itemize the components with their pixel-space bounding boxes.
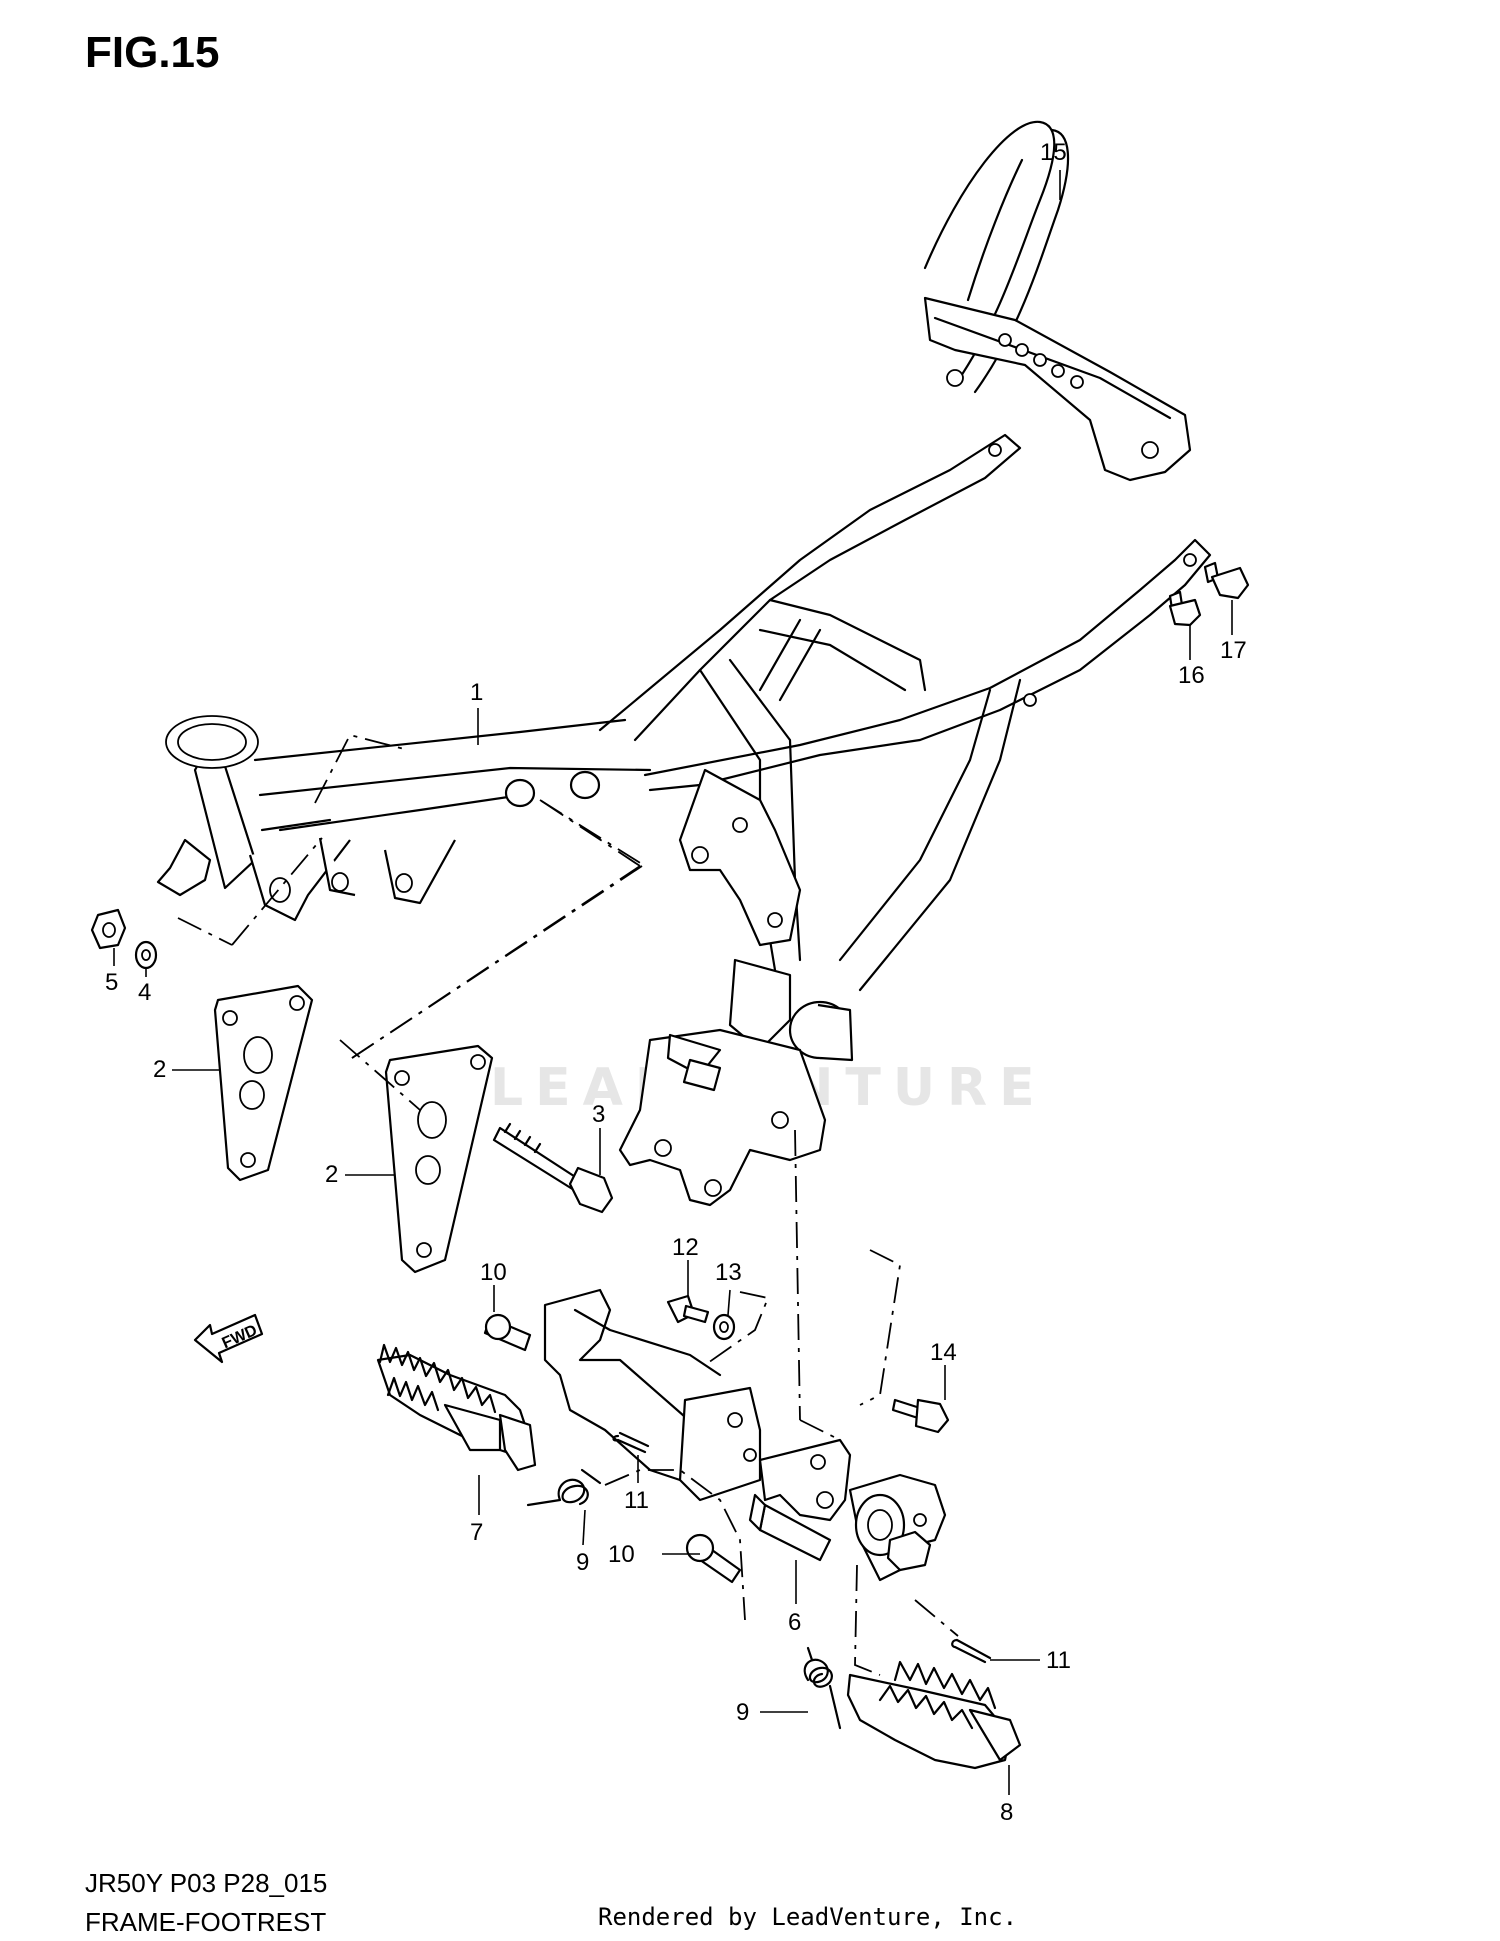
callout-labels: 1 2 2 3 4 5 6 7 8 9 9 10 10 11 11 12 13 … [105, 139, 1247, 1826]
callout-11b: 11 [1046, 1647, 1071, 1674]
cotter-pin-11-upper-part [612, 1431, 650, 1454]
bolt-16-part [1168, 590, 1202, 627]
callout-9a: 9 [576, 1549, 589, 1576]
callout-10a: 10 [480, 1259, 507, 1286]
pin-10-lower-part [685, 1533, 742, 1584]
callout-6: 6 [788, 1609, 801, 1636]
figure-title: FIG.15 [85, 28, 220, 77]
callout-14: 14 [930, 1339, 957, 1366]
engine-mount-plate-part-2 [384, 1044, 494, 1274]
callout-15: 15 [1040, 139, 1067, 166]
right-footrest-part [846, 1660, 1022, 1770]
callout-5: 5 [105, 969, 118, 996]
spring-9-lower-part [803, 1646, 842, 1730]
callout-13: 13 [715, 1259, 742, 1286]
bolt-12-part [666, 1294, 710, 1324]
callout-9b: 9 [736, 1699, 749, 1726]
washer-part [134, 940, 158, 970]
callout-2b: 2 [325, 1161, 338, 1188]
engine-mount-plate-part [213, 984, 314, 1182]
callout-11a: 11 [624, 1487, 649, 1514]
bolt-14-part [891, 1398, 950, 1434]
callout-2a: 2 [153, 1056, 166, 1083]
nut-part [90, 908, 127, 950]
main-frame-part [156, 433, 1212, 1207]
callout-7: 7 [470, 1519, 483, 1546]
footrest-pivot-part [886, 1530, 932, 1572]
callout-10b: 10 [608, 1541, 635, 1568]
callout-8: 8 [1000, 1799, 1013, 1826]
leader-lines [113, 170, 1233, 1795]
section-name: FRAME-FOOTREST [85, 1907, 327, 1937]
callout-4: 4 [138, 979, 151, 1006]
grab-handle-part [923, 120, 1192, 482]
cotter-pin-11-lower-part [951, 1638, 992, 1664]
fwd-arrow-icon: FWD [193, 1313, 264, 1364]
footrest-bracket-part [543, 1288, 947, 1582]
callout-16: 16 [1178, 662, 1205, 689]
bolt-17-part [1203, 561, 1250, 600]
callout-12: 12 [672, 1234, 699, 1261]
assembly-lines [177, 733, 959, 1676]
spring-9-upper-part [526, 1468, 602, 1507]
bolt-part [492, 1122, 614, 1214]
model-code: JR50Y P03 P28_015 [85, 1868, 328, 1898]
callout-3: 3 [592, 1101, 605, 1128]
washer-13-part [712, 1313, 736, 1341]
callout-1: 1 [470, 679, 483, 706]
pin-10-upper-part [483, 1313, 532, 1352]
render-credit: Rendered by LeadVenture, Inc. [598, 1903, 1018, 1931]
callout-17: 17 [1220, 637, 1247, 664]
left-footrest-part [376, 1343, 537, 1472]
